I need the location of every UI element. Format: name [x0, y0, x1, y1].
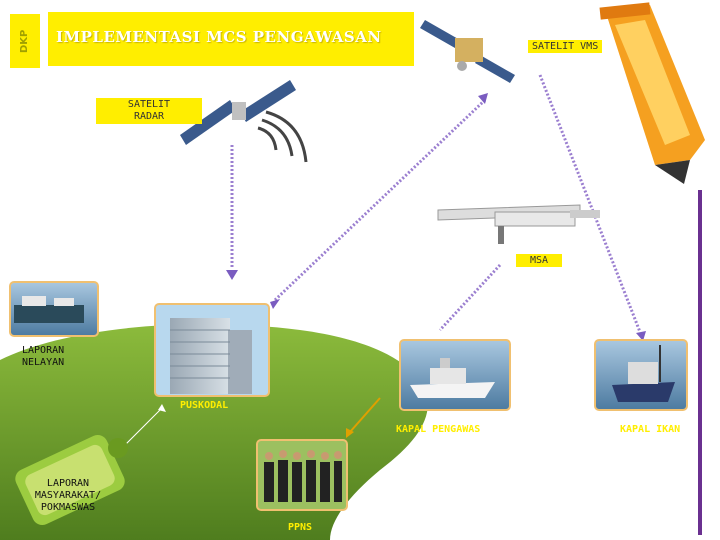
connector-vms-kapal-ikan	[540, 75, 640, 332]
photo-nelayan	[10, 282, 98, 336]
label-msa: MSA	[516, 254, 562, 267]
label-ppns: PPNS	[288, 522, 312, 533]
label-satelit-radar-line2: RADAR	[100, 111, 198, 123]
label-satelit-radar: SATELIT RADAR	[96, 98, 202, 124]
label-puskodal: PUSKODAL	[180, 400, 228, 411]
satellite-vms-icon	[420, 20, 515, 83]
label-satelit-vms: SATELIT VMS	[528, 40, 602, 53]
label-laporan-nelayan-line2: NELAYAN	[22, 357, 94, 369]
aircraft-msa-icon	[438, 205, 600, 244]
label-kapal-pengawas: KAPAL PENGAWAS	[396, 424, 480, 435]
label-kapal-ikan: KAPAL IKAN	[620, 424, 680, 435]
label-satelit-radar-line1: SATELIT	[100, 99, 198, 111]
label-laporan-nelayan: LAPORAN NELAYAN	[22, 345, 94, 369]
connector-vms-puskodal	[275, 100, 485, 300]
photo-kapal-ikan	[595, 340, 687, 410]
arrowhead-puskodal	[270, 299, 280, 309]
label-laporan-masyarakat: LAPORAN MASYARAKAT/ POKMASWAS	[22, 478, 114, 514]
photo-kapal-pengawas	[400, 340, 510, 410]
label-laporan-masyarakat-line1: LAPORAN	[22, 478, 114, 490]
connector-msa-kapal-pengawas	[440, 265, 500, 330]
label-laporan-masyarakat-line3: POKMASWAS	[22, 502, 114, 514]
pen-icon	[600, 2, 705, 535]
page-title: IMPLEMENTASI MCS PENGAWASAN	[56, 28, 382, 46]
photo-ppns	[257, 440, 347, 510]
arrowhead-radar	[226, 270, 238, 280]
arrowhead-vms	[478, 93, 488, 104]
photo-puskodal	[155, 304, 269, 396]
label-laporan-nelayan-line1: LAPORAN	[22, 345, 94, 357]
label-laporan-masyarakat-line2: MASYARAKAT/	[22, 490, 114, 502]
logo: DKP	[10, 14, 40, 68]
